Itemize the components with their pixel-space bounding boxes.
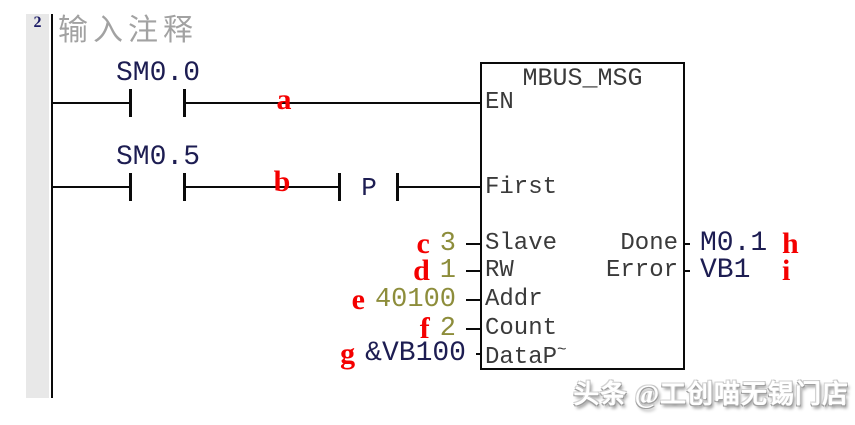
value-error[interactable]: VB1	[700, 255, 751, 286]
pin-tick	[476, 353, 480, 355]
edge-contact-bar-left	[338, 173, 341, 201]
pin-rw: RW	[485, 257, 514, 284]
pin-tick	[466, 270, 480, 272]
pin-datap-label: DataP	[485, 344, 558, 371]
annotation-e: e	[351, 283, 365, 316]
wire-segment	[186, 186, 339, 188]
wire-segment	[52, 102, 130, 104]
value-count[interactable]: 2	[439, 313, 456, 344]
pin-tick	[683, 243, 690, 245]
pin-tick	[466, 299, 480, 301]
output-row-error: VB1 i	[683, 253, 790, 289]
pin-done: Done	[620, 230, 678, 257]
contact-operand-sm0-0[interactable]: SM0.0	[115, 58, 201, 89]
pin-tick	[466, 328, 480, 330]
param-row-slave: c 3	[416, 226, 480, 262]
positive-edge-contact[interactable]: P	[361, 173, 377, 203]
param-row-count: f 2	[420, 311, 480, 347]
pin-error: Error	[605, 257, 678, 284]
param-row-datap: g &VB100	[340, 336, 480, 372]
contact-bar-left	[129, 173, 132, 201]
annotation-f: f	[419, 312, 430, 345]
pin-tick	[466, 243, 480, 245]
value-slave[interactable]: 3	[439, 228, 456, 259]
value-rw[interactable]: 1	[439, 255, 456, 286]
wire-segment	[399, 186, 480, 188]
annotation-a: a	[276, 83, 292, 116]
contact-bar-right	[183, 89, 186, 117]
annotation-g: g	[340, 337, 356, 370]
network-gutter	[26, 14, 49, 398]
contact-bar-left	[129, 89, 132, 117]
annotation-i: i	[782, 254, 791, 287]
value-datap[interactable]: &VB100	[365, 338, 466, 369]
network-number: 2	[33, 14, 42, 31]
param-row-rw: d 1	[413, 253, 480, 289]
annotation-d: d	[413, 254, 430, 287]
pin-datap-ellipsis: ~	[557, 341, 567, 359]
pin-count: Count	[485, 315, 558, 342]
left-power-rail	[51, 14, 53, 398]
edge-contact-bar-right	[396, 173, 399, 201]
network-comment[interactable]: 输入注释	[58, 14, 198, 47]
annotation-c: c	[416, 227, 430, 260]
pin-datap: DataP~	[485, 342, 567, 370]
value-addr[interactable]: 40100	[374, 284, 456, 315]
wire-segment	[186, 102, 480, 104]
toutiao-watermark: 头条 @工创喵无锡门店	[573, 380, 849, 409]
param-row-addr: e 40100	[352, 282, 480, 318]
pin-first: First	[485, 174, 558, 201]
output-row-done: M0.1 h	[683, 226, 799, 262]
pin-en: EN	[485, 89, 514, 116]
pin-slave: Slave	[485, 230, 558, 257]
block-title: MBUS_MSG	[522, 64, 643, 93]
pin-tick	[683, 270, 690, 272]
annotation-h: h	[782, 227, 799, 260]
pin-addr: Addr	[485, 286, 543, 313]
mbus-msg-function-block[interactable]	[480, 62, 685, 370]
annotation-b: b	[273, 165, 291, 198]
value-done[interactable]: M0.1	[700, 228, 768, 259]
wire-segment	[52, 186, 130, 188]
contact-operand-sm0-5[interactable]: SM0.5	[115, 142, 201, 173]
contact-bar-right	[183, 173, 186, 201]
